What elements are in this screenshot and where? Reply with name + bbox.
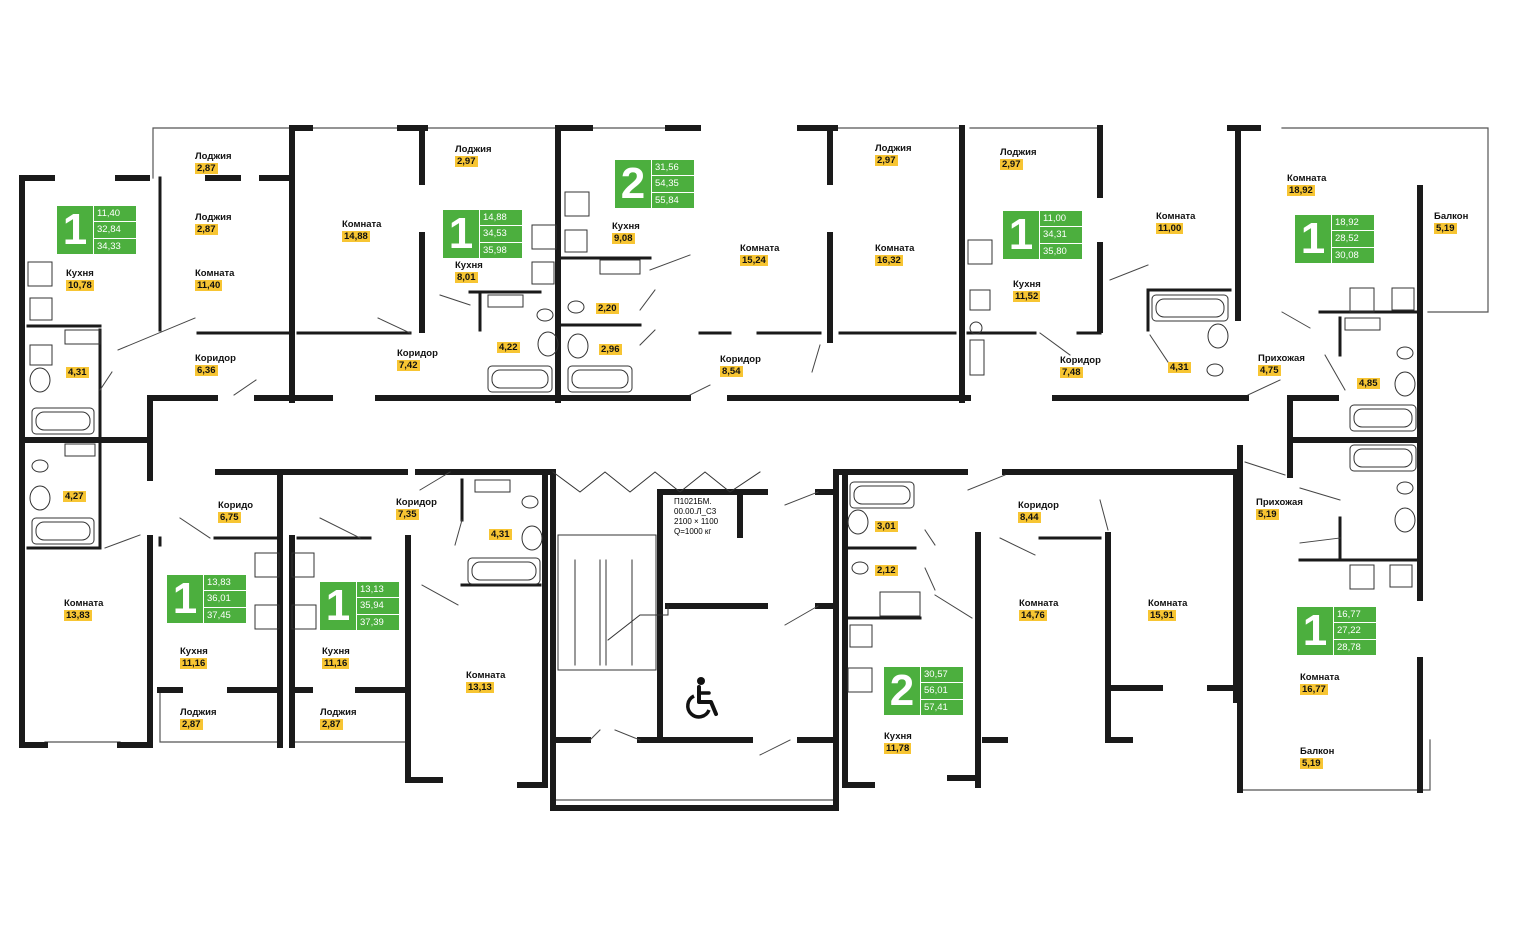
elevator-spec: П1021БМ. 00.00.Л_С3 2100 × 1100 Q=1000 к… xyxy=(674,497,719,536)
apartment-rooms: 1 xyxy=(167,575,203,623)
room-label: 4,31 xyxy=(489,529,512,540)
apartment-rooms: 1 xyxy=(320,582,356,630)
room-label: 4,31 xyxy=(1168,362,1191,373)
apartment-rooms: 1 xyxy=(1297,607,1333,655)
wheelchair-icon xyxy=(686,677,718,719)
room-label: 2,96 xyxy=(599,344,622,355)
walls xyxy=(19,125,1489,811)
room-label: 2,12 xyxy=(875,565,898,576)
room-label: 4,85 xyxy=(1357,378,1380,389)
room-label: 2,20 xyxy=(596,303,619,314)
room-label: 4,22 xyxy=(497,342,520,353)
apartment-rooms: 1 xyxy=(1295,215,1331,263)
apartment-rooms: 1 xyxy=(1003,211,1039,259)
apartment-rooms: 1 xyxy=(443,210,479,258)
apartment-rooms: 2 xyxy=(884,667,920,715)
room-label: 4,27 xyxy=(63,491,86,502)
room-label: 4,31 xyxy=(66,367,89,378)
room-label: 3,01 xyxy=(875,521,898,532)
apartment-rooms: 1 xyxy=(57,206,93,254)
apartment-rooms: 2 xyxy=(615,160,651,208)
fixtures xyxy=(27,191,1417,693)
